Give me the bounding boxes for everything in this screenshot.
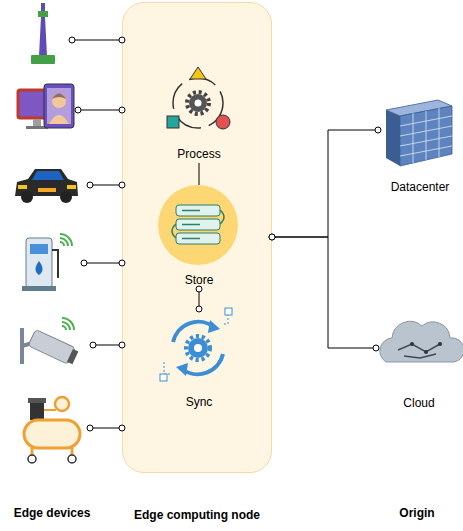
tower-icon (31, 3, 55, 64)
store-icon (158, 185, 238, 265)
node-label: Store (185, 273, 214, 289)
sync-node: Sync (156, 309, 242, 411)
device-wires (72, 40, 122, 428)
datacenter-icon (386, 100, 452, 166)
process-icon (167, 67, 230, 129)
camera-icon (22, 318, 79, 366)
column-heading: Edge devices (0, 506, 104, 520)
compressor-icon (24, 397, 80, 463)
panel-heading: Edge computing node (123, 508, 271, 522)
node-label: Datacenter (391, 180, 450, 196)
cloud-icon (380, 321, 463, 362)
connector-line (272, 130, 378, 237)
connector-line (199, 289, 200, 309)
sync-icon (160, 308, 232, 381)
computer-icon (18, 84, 74, 129)
node-label: Cloud (403, 396, 434, 412)
column-heading: Origin (372, 506, 462, 520)
node-label: Sync (186, 395, 213, 411)
connector-line (272, 237, 376, 348)
node-label: Process (177, 147, 220, 163)
car-icon (15, 169, 78, 203)
connector-line (199, 163, 200, 185)
fuel-pump-icon (22, 234, 72, 291)
